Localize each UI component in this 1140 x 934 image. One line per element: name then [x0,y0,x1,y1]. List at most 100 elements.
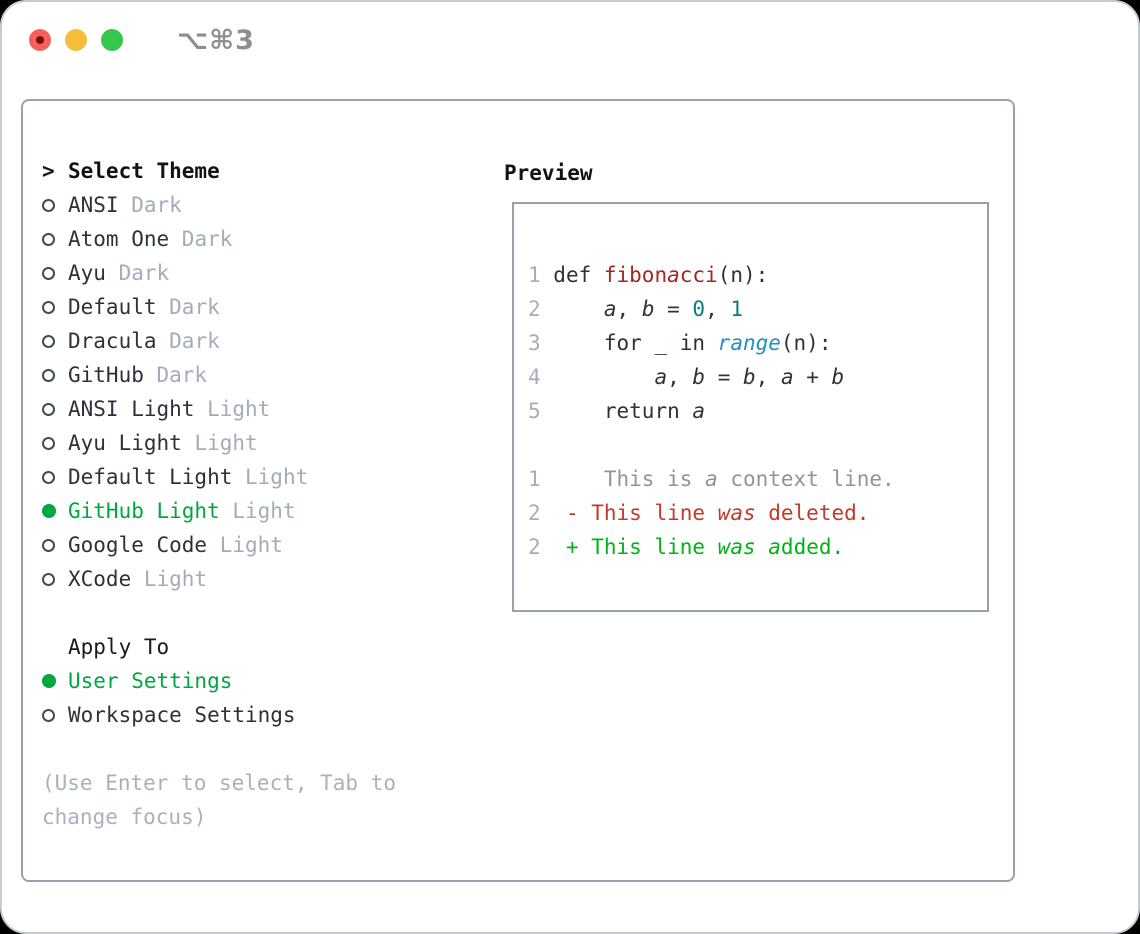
line-number: 4 [528,365,541,389]
radio-icon [42,368,55,382]
window-shortcut-label: ⌥⌘3 [177,24,255,56]
code-token: , [755,365,781,389]
code-line: 2 + This line was added. [528,530,987,564]
code-line: 4 a, b = b, a + b [528,360,987,394]
apply-to-title: Apply To [68,635,170,659]
code-token: (n): [780,331,832,355]
option-tag: Dark [118,261,170,285]
option-label: Atom One [68,227,170,251]
radio-icon [42,572,55,586]
theme-option[interactable]: Google Code Light [42,528,396,562]
code-token: a [705,467,718,491]
code-token: = [705,365,743,389]
option-label: Default [68,295,157,319]
preview-title: Preview [504,161,593,185]
help-text-line-1: (Use Enter to select, Tab to [42,771,397,795]
code-token [541,365,655,389]
code-line: 5 return a [528,394,987,428]
code-line [528,428,987,462]
zoom-button[interactable] [101,29,123,51]
code-token: , [705,297,731,321]
option-label: Google Code [68,533,208,557]
minimize-button[interactable] [65,29,87,51]
code-token: a [692,399,706,423]
radio-icon [42,538,55,552]
apply-to-option[interactable]: User Settings [42,664,396,698]
code-token: 1 [730,297,744,321]
radio-icon [42,198,55,212]
code-token: cci [679,263,718,287]
code-line: 1 def fibonacci(n): [528,258,987,292]
code-token: b [692,365,706,389]
option-tag: Light [219,533,283,557]
code-token: was [717,535,756,559]
theme-list-title: Select Theme [68,159,220,183]
option-tag: Light [232,499,296,523]
code-token: for _ in [540,331,718,355]
code-token: deleted. [755,501,870,525]
code-token: 0 [692,297,706,321]
code-token: context line. [717,467,895,491]
option-tag: Light [207,397,271,421]
code-token [541,297,604,321]
code-token: def [540,263,604,287]
code-token: fibon [603,263,668,287]
theme-option[interactable]: Dracula Dark [42,324,396,358]
code-token: return [540,399,693,423]
line-number: 2 [528,501,541,525]
code-token: a [667,263,680,287]
radio-icon [42,436,55,450]
line-number: 3 [528,331,541,355]
option-tag: Dark [181,227,233,251]
option-tag: Dark [169,329,220,353]
line-number: 1 [528,467,541,491]
code-token: , [616,297,642,321]
apply-to-header: Apply To [42,630,396,664]
option-label: User Settings [68,669,233,693]
code-token: a [654,365,668,389]
close-button[interactable] [29,29,51,51]
apply-to-option[interactable]: Workspace Settings [42,698,396,732]
spacer [42,596,396,630]
option-label: Default Light [68,465,233,489]
line-number: 2 [528,297,541,321]
option-label: Dracula [68,329,157,353]
title-bar: ⌥⌘3 [2,2,1138,56]
option-tag: Dark [156,363,208,387]
code-token: a [780,365,794,389]
radio-icon [42,266,55,280]
code-token: range [717,331,781,355]
code-token: dded. [780,535,845,559]
option-label: GitHub Light [68,499,220,523]
theme-option[interactable]: Atom One Dark [42,222,396,256]
theme-option[interactable]: Ayu Dark [42,256,396,290]
radio-icon [42,708,55,722]
radio-selected-icon [42,504,56,518]
option-label: Ayu [68,261,106,285]
code-token: a [768,535,781,559]
code-token: , [667,365,693,389]
radio-icon [42,470,55,484]
option-label: Workspace Settings [68,703,296,727]
help-text-line-2: change focus) [42,805,207,829]
code-token: - This line [540,501,718,525]
code-token: b [831,365,845,389]
code-line: 2 - This line was deleted. [528,496,987,530]
option-label: XCode [68,567,132,591]
line-number: 2 [528,535,541,559]
line-number [528,428,541,462]
code-token [756,535,769,559]
theme-option[interactable]: GitHub Light Light [42,494,396,528]
code-token: = [654,297,693,321]
